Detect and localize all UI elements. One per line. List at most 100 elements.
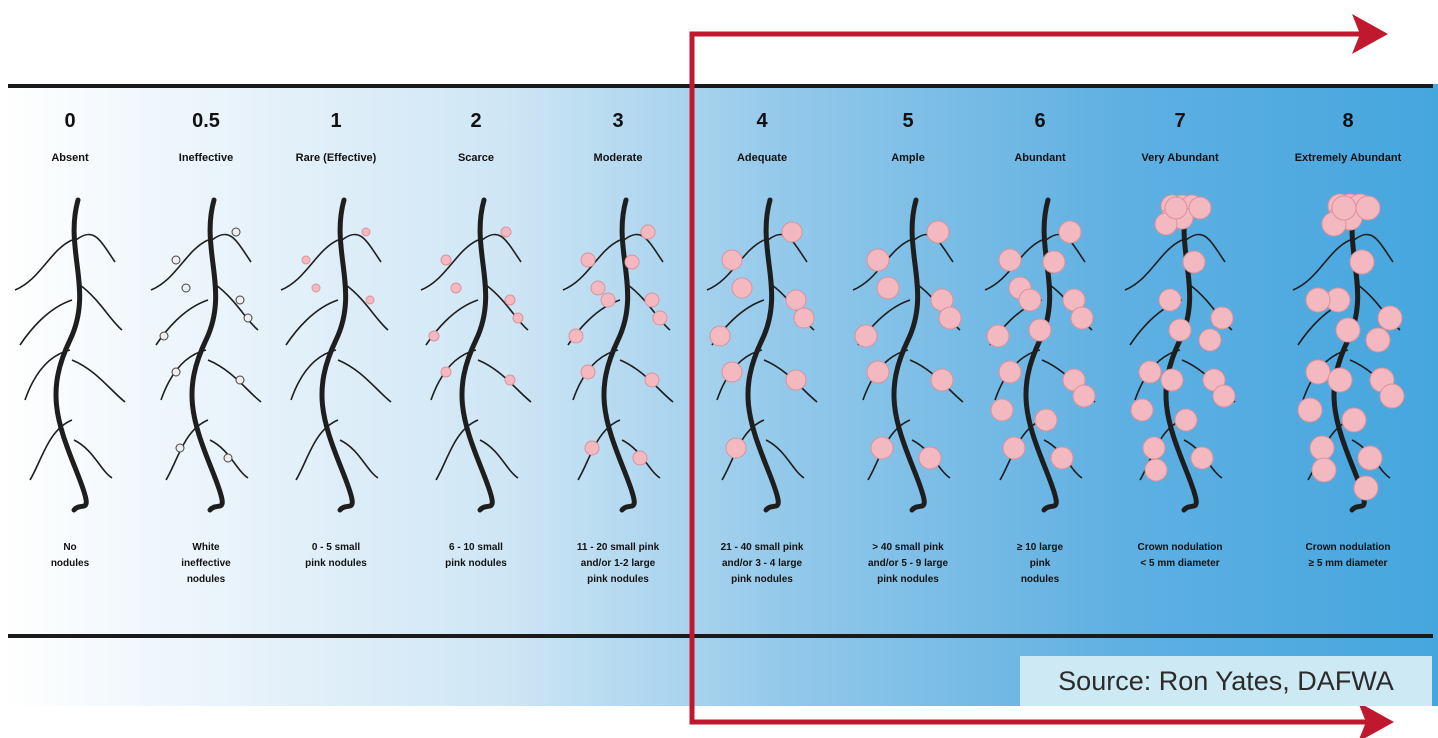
nodule [569, 329, 583, 343]
nodule [1003, 437, 1025, 459]
nodule [1306, 360, 1330, 384]
nodule [1161, 369, 1183, 391]
lateral-root [151, 240, 208, 290]
score: 0 [0, 110, 145, 133]
nodule [366, 296, 374, 304]
nodule [1191, 447, 1213, 469]
tap-root [894, 200, 924, 510]
nodule [1159, 289, 1181, 311]
nodule [1175, 409, 1197, 431]
nodule [1199, 329, 1221, 351]
nodule [931, 369, 953, 391]
lateral-root [74, 440, 112, 478]
tap-root [748, 200, 778, 510]
nodule [1336, 318, 1360, 342]
lateral-root [80, 285, 122, 330]
nodule [722, 250, 742, 270]
level-description: ≥ 10 large pink nodules [965, 540, 1115, 588]
nodule [1131, 399, 1153, 421]
level-description: 21 - 40 small pink and/or 3 - 4 large pi… [687, 540, 837, 588]
score: 7 [1105, 110, 1255, 133]
nodule [1350, 250, 1374, 274]
nodule [1051, 447, 1073, 469]
nodule [1366, 328, 1390, 352]
nodule [601, 293, 615, 307]
score: 5 [833, 110, 983, 133]
root-illustrations [15, 194, 1404, 510]
nodule [1165, 197, 1187, 219]
nodule [172, 256, 180, 264]
level-description: Crown nodulation < 5 mm diameter [1105, 540, 1255, 572]
nodule [867, 249, 889, 271]
nodule [633, 451, 647, 465]
level-label: Ample [833, 152, 983, 164]
score: 8 [1273, 110, 1423, 133]
root-system-1 [151, 200, 261, 510]
tap-root [192, 200, 222, 510]
nodule [232, 228, 240, 236]
level-label: Ineffective [131, 152, 281, 164]
lateral-root [480, 440, 518, 478]
nodule [927, 221, 949, 243]
level-description: 0 - 5 small pink nodules [261, 540, 411, 572]
nodule [1298, 398, 1322, 422]
nodule [1019, 289, 1041, 311]
level-description: ˃ 40 small pink and/or 5 - 9 large pink … [833, 540, 983, 588]
nodule [653, 311, 667, 325]
nodule [999, 249, 1021, 271]
score: 1 [261, 110, 411, 133]
nodule [641, 225, 655, 239]
score: 3 [543, 110, 693, 133]
level-description: Crown nodulation ≥ 5 mm diameter [1273, 540, 1423, 572]
nodule [236, 296, 244, 304]
nodule [505, 375, 515, 385]
nodule [1306, 288, 1330, 312]
nodule [1139, 361, 1161, 383]
level-label: Rare (Effective) [261, 152, 411, 164]
level-label: Abundant [965, 152, 1115, 164]
lateral-root [486, 285, 528, 330]
nodule [1145, 459, 1167, 481]
nodule [782, 222, 802, 242]
nodule [855, 325, 877, 347]
nodule [625, 255, 639, 269]
root-system-4 [563, 200, 673, 510]
nodule [1211, 307, 1233, 329]
nodule [1354, 476, 1378, 500]
nodule [312, 284, 320, 292]
level-description: No nodules [0, 540, 145, 572]
nodule [362, 228, 370, 236]
lateral-root [212, 234, 251, 262]
tap-root [56, 200, 86, 510]
lateral-root [482, 234, 521, 262]
nodule [877, 277, 899, 299]
root-system-9 [1293, 194, 1404, 510]
nodule [991, 399, 1013, 421]
level-description: 6 - 10 small pink nodules [401, 540, 551, 572]
nodule [786, 370, 806, 390]
lateral-root [478, 360, 531, 402]
level-label: Adequate [687, 152, 837, 164]
root-system-8 [1125, 195, 1235, 510]
level-description: White ineffective nodules [131, 540, 281, 588]
nodule [505, 295, 515, 305]
root-system-5 [707, 200, 817, 510]
nodule [1029, 319, 1051, 341]
source-credit: Source: Ron Yates, DAFWA [1020, 656, 1432, 706]
root-system-0 [15, 200, 125, 510]
nodule [722, 362, 742, 382]
lateral-root [281, 240, 338, 290]
root-system-6 [853, 200, 963, 510]
tap-root [1166, 200, 1196, 510]
nodule [441, 255, 451, 265]
nodule [1189, 197, 1211, 219]
nodule [1380, 384, 1404, 408]
nodule [1342, 408, 1366, 432]
lateral-root [286, 300, 338, 345]
lateral-root [76, 234, 115, 262]
lateral-root [766, 440, 804, 478]
nodule [786, 290, 806, 310]
root-system-3 [421, 200, 531, 510]
nodule [244, 314, 252, 322]
nodule [176, 444, 184, 452]
